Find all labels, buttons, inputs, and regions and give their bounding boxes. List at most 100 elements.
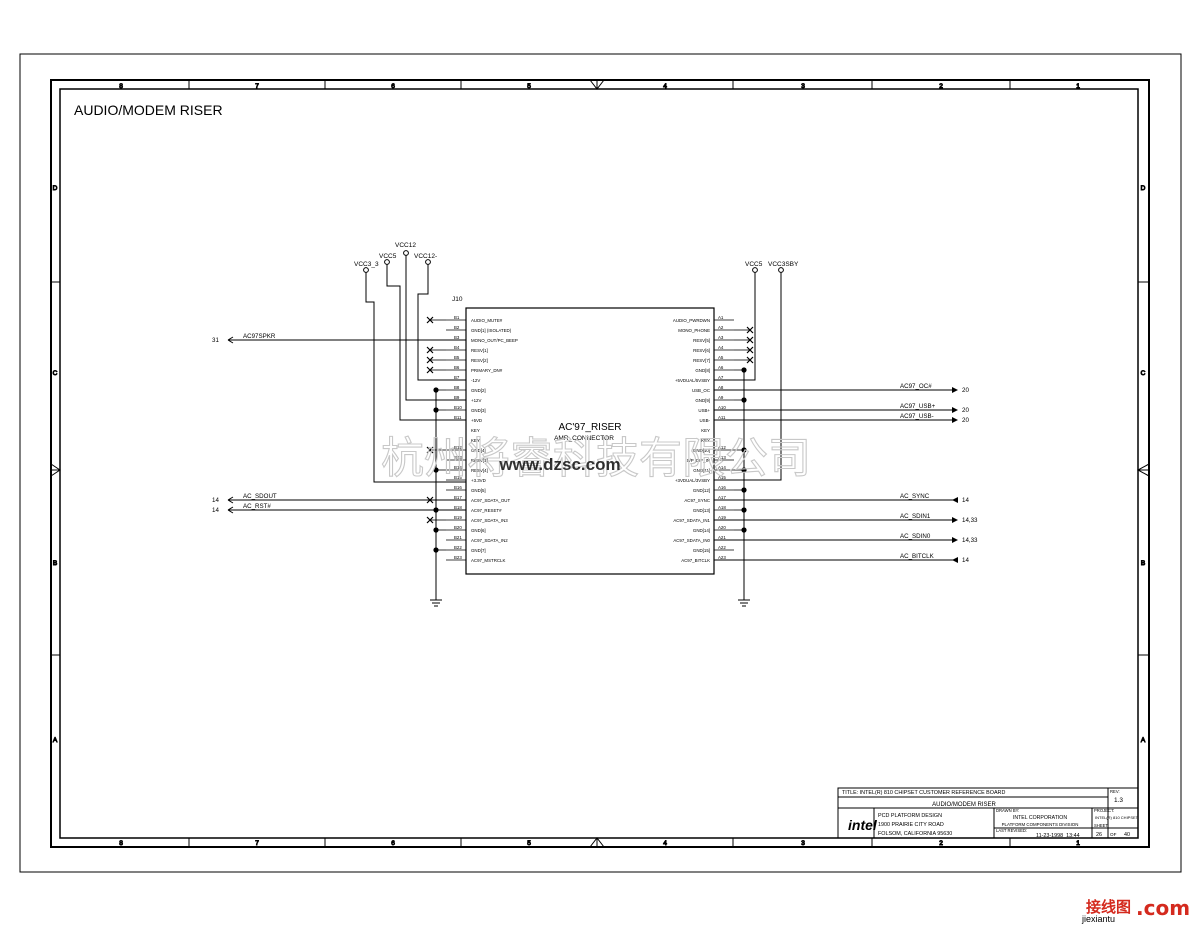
junction-dot: [741, 467, 747, 473]
pin-number-left: B11: [454, 415, 462, 420]
pin-label-right: GND[12]: [693, 488, 710, 493]
vcc5-left-terminal: [384, 259, 390, 265]
zone-row-label-left: D: [53, 185, 58, 192]
net-page-ref-left: 14: [212, 497, 219, 504]
zone-col-label-bottom: 5: [527, 840, 531, 847]
border-frame: [50, 79, 1150, 848]
pin-label-right: AC97_BITCLK: [681, 558, 710, 563]
pin-number-right: A5: [718, 355, 724, 360]
pin-label-left: GND[3]: [471, 408, 486, 413]
pin-label-right: +3VDUAL/3VSBY: [675, 478, 710, 483]
net-name-right: AC_SYNC: [900, 493, 930, 500]
net-page-ref-right: 14: [962, 557, 969, 564]
tb-org-1: PCD PLATFORM DESIGN: [878, 813, 942, 819]
pin-label-right: USB+: [698, 408, 710, 413]
pin-number-right: A8: [718, 385, 724, 390]
pin-label-left: AC97_SDATA_IN2: [471, 538, 508, 543]
pin-label-left: KEY: [471, 428, 480, 433]
pin-label-left: RESV[2]: [471, 358, 488, 363]
pin-label-left: GND[5]: [471, 488, 486, 493]
pin-label-left: GND[4]: [471, 448, 486, 453]
pin-number-left: B21: [454, 535, 462, 540]
page-title: AUDIO/MODEM RISER: [74, 102, 223, 118]
junction-dot: [433, 407, 439, 413]
pin-number-left: B9: [454, 395, 460, 400]
offpage-arrow-icon: [952, 517, 958, 523]
pin-number-left: B18: [454, 505, 462, 510]
pin-label-right: GND[8]: [695, 368, 710, 373]
tb-title: TITLE: INTEL(R) 810 CHIPSET CUSTOMER REF…: [842, 790, 1005, 796]
zone-col-label-bottom: 2: [939, 840, 943, 847]
watermark-url: www.dzsc.com: [498, 455, 620, 474]
pin-label-right: GND[11]: [693, 468, 710, 473]
zone-row-label-right: C: [1141, 370, 1146, 377]
pin-number-left: B20: [454, 525, 462, 530]
net-page-ref-left: 14: [212, 507, 219, 514]
pin-number-right: A13: [718, 455, 726, 460]
net-name-left: AC_RST#: [243, 503, 271, 510]
pin-label-right: USB-: [700, 418, 711, 423]
pin-number-left: B16: [454, 485, 462, 490]
tb-sheet-of: OF: [1110, 832, 1117, 837]
pin-label-right: AC97_SDATA_IN1: [673, 518, 710, 523]
pin-label-right: AUDIO_PWRDWN: [673, 318, 710, 323]
pin-number-right: A3: [718, 335, 724, 340]
tb-subtitle: AUDIO/MODEM RISER: [932, 802, 996, 808]
offpage-arrow-icon: [952, 407, 958, 413]
left-ground-icon: [430, 599, 442, 607]
zone-row-label-right: A: [1141, 737, 1146, 744]
pin-label-right: GND[13]: [693, 508, 710, 513]
zone-col-label-top: 6: [391, 83, 395, 90]
pin-number-left: B2: [454, 325, 460, 330]
pin-label-right: AC97_SYNC: [684, 498, 710, 503]
zone-col-label-bottom: 6: [391, 840, 395, 847]
pin-number-left: B22: [454, 545, 462, 550]
pin-number-left: B4: [454, 345, 460, 350]
tb-last-revised-label: LAST REVISED:: [996, 828, 1027, 833]
pin-label-right: KEY: [701, 438, 710, 443]
net-name-left: AC_SDOUT: [243, 493, 277, 500]
net-page-ref-right: 20: [962, 407, 969, 414]
ground-symbols: [430, 599, 750, 607]
vcc3sby-wire: [714, 272, 782, 481]
zone-col-label-bottom: 1: [1076, 840, 1080, 847]
connector-subtitle: AMR_CONNECTOR: [554, 435, 614, 442]
pin-label-left: KEY: [471, 438, 480, 443]
pin-number-right: A12: [718, 445, 726, 450]
title-block-text: TITLE: INTEL(R) 810 CHIPSET CUSTOMER REF…: [842, 789, 1139, 839]
pin-number-right: A21: [718, 535, 726, 540]
vcc5-wire: [386, 264, 466, 421]
pin-number-left: B14: [454, 465, 462, 470]
vcc5-right-terminal: [752, 267, 758, 273]
intel-logo: intel: [848, 817, 878, 833]
zone-col-label-bottom: 3: [801, 840, 805, 847]
pin-label-left: -12V: [471, 378, 480, 383]
net-page-ref-left: 31: [212, 337, 219, 344]
junction-dot: [741, 367, 747, 373]
tb-sheet-total: 40: [1124, 832, 1130, 838]
corner-logo-cn: 接线图: [1086, 898, 1131, 916]
zone-col-label-top: 8: [119, 83, 123, 90]
pin-number-right: A7: [718, 375, 724, 380]
center-arrow-icon: [589, 79, 605, 90]
inner-frame: [59, 88, 1139, 839]
offpage-arrow-icon: [952, 537, 958, 543]
zone-col-label-bottom: 8: [119, 840, 123, 847]
junction-dot: [741, 487, 747, 493]
no-connect-icon: [746, 356, 754, 364]
center-arrow-icon: [1136, 463, 1150, 477]
pin-label-left: MONO_OUT/PC_BEEP: [471, 338, 518, 343]
zone-col-label-top: 5: [527, 83, 531, 90]
pin-number-left: B8: [454, 385, 460, 390]
pin-number-left: B5: [454, 355, 460, 360]
zone-col-label-bottom: 4: [663, 840, 667, 847]
pin-label-left: +5VD: [471, 418, 482, 423]
net-name-right: AC_SDIN0: [900, 533, 931, 540]
tb-rev: 1.3: [1114, 797, 1123, 804]
center-arrow-icon: [589, 837, 605, 848]
offpage-arrow-icon: [227, 336, 234, 344]
pin-label-left: AC97_RESET#: [471, 508, 502, 513]
vcc3_3-label: VCC3_3: [354, 261, 379, 268]
net-name-right: AC_BITCLK: [900, 553, 935, 560]
pin-label-left: RESV[3]: [471, 458, 488, 463]
